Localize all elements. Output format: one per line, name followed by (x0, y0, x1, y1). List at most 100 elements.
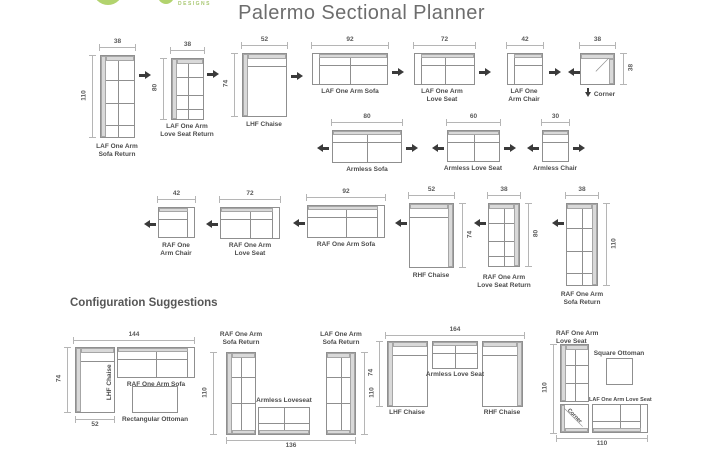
label-line: Armless Chair (532, 165, 578, 172)
arm-panel (514, 204, 519, 266)
seam-line (377, 206, 378, 237)
config-1-label-ottoman: Rectangular Ottoman (95, 416, 215, 424)
seam-line (319, 65, 387, 66)
logo-circle-icon (158, 0, 174, 4)
dimension-value: 92 (342, 188, 350, 195)
dimension-value: 74 (222, 79, 230, 88)
arm-panel (101, 56, 106, 137)
arrow-left-icon (568, 68, 580, 77)
seam-line (327, 377, 350, 379)
logo-circle-icon (93, 0, 123, 5)
label-line: LHF Chaise (246, 121, 282, 128)
dimension-line (550, 344, 557, 434)
dimension-value: 144 (128, 331, 140, 338)
dimension-line (541, 119, 570, 126)
label-line: Love Seat (556, 338, 587, 346)
dimension-value: 38 (593, 36, 602, 43)
seam-line (489, 222, 514, 224)
arrow-left-icon (144, 220, 156, 229)
config-2-piece (226, 352, 256, 435)
label-line: Rectangular Ottoman (121, 416, 189, 423)
seam-line (341, 358, 342, 434)
arrow-right-icon (504, 144, 516, 153)
seam-line (444, 58, 446, 84)
brand-logo: DESIGNS (0, 0, 260, 12)
label-line: Armless Sofa (346, 166, 388, 173)
config-3-label-right: RHF Chaise (442, 409, 562, 417)
back-panel (543, 131, 568, 135)
seam-line (421, 54, 422, 84)
piece-corner-label: Corner (540, 88, 660, 99)
seam-line (308, 217, 378, 218)
label-text: Corner (593, 91, 616, 98)
arrow-right-icon (291, 72, 303, 81)
label-line: Sofa Return (322, 339, 360, 347)
seam-line (232, 377, 255, 379)
dimension-line (73, 337, 195, 344)
arrow-left-icon (317, 144, 329, 153)
seam-line (514, 54, 515, 84)
dimension-line (579, 42, 616, 49)
piece-raf-one-arm-sofa-label: RAF One Arm Sofa (286, 241, 406, 249)
arrow-right-icon (392, 68, 404, 77)
dimension-horizontal: 52 (241, 36, 288, 49)
config-2-piece (326, 352, 356, 435)
label-line: Sofa Return (98, 151, 136, 159)
seam-line (566, 364, 588, 366)
dimension-value: 110 (610, 237, 618, 249)
dimension-horizontal: 164 (385, 326, 525, 339)
piece-raf-one-arm-love-seat-return (488, 203, 520, 267)
back-panel (483, 342, 517, 347)
dimension-value: 38 (627, 63, 635, 72)
arm-panel (243, 54, 248, 116)
back-panel (567, 204, 592, 209)
label-line: Love Seat (426, 96, 458, 104)
back-panel (232, 430, 255, 434)
label-line: Square Ottoman (593, 350, 645, 357)
dimension-line (311, 42, 389, 49)
config-2-label-middle: Armless Loveseat (224, 397, 344, 405)
config-4-label-ottoman: Square Ottoman (559, 350, 679, 358)
piece-armless-sofa-label: Armless Sofa (307, 166, 427, 174)
label-line: RAF One Arm Sofa (126, 381, 186, 388)
seam-line (504, 209, 505, 266)
seam-line (106, 124, 134, 126)
piece-laf-one-arm-love-seat-return (171, 58, 204, 120)
dimension-horizontal: 52 (75, 416, 115, 429)
back-panel (421, 54, 474, 58)
dimension-line (306, 194, 386, 201)
dimension-line (408, 192, 455, 199)
arm-panel (350, 353, 355, 434)
arrow-right-icon (573, 144, 585, 153)
dimension-horizontal: 42 (506, 36, 544, 49)
dimension-value: 52 (427, 186, 436, 193)
piece-laf-one-arm-love-seat (414, 53, 475, 85)
seam-line (367, 135, 368, 162)
seam-line (159, 219, 188, 220)
piece-raf-one-arm-sofa-return (566, 203, 598, 286)
dimension-line (376, 341, 383, 407)
arm-panel (388, 342, 393, 406)
dimension-horizontal: 60 (446, 113, 501, 126)
dimension-value: 80 (363, 113, 371, 120)
label-line: LAF One Arm (166, 123, 208, 130)
dimension-horizontal: 136 (226, 437, 356, 450)
seam-line (81, 360, 114, 362)
arm-panel (172, 59, 177, 119)
arrow-left-icon (293, 219, 305, 228)
config-1-piece (75, 347, 115, 413)
back-panel (159, 208, 188, 212)
arrow-left-icon (474, 219, 486, 228)
dimension-value: 136 (285, 442, 297, 449)
seam-line (640, 405, 641, 432)
label-line: Armless Loveseat (256, 397, 312, 404)
config-3-label-middle: Armless Love Seat (395, 371, 515, 379)
seam-line (455, 346, 456, 368)
seam-line (156, 352, 157, 377)
dimension-value: 164 (449, 326, 461, 333)
seam-line (567, 228, 592, 230)
